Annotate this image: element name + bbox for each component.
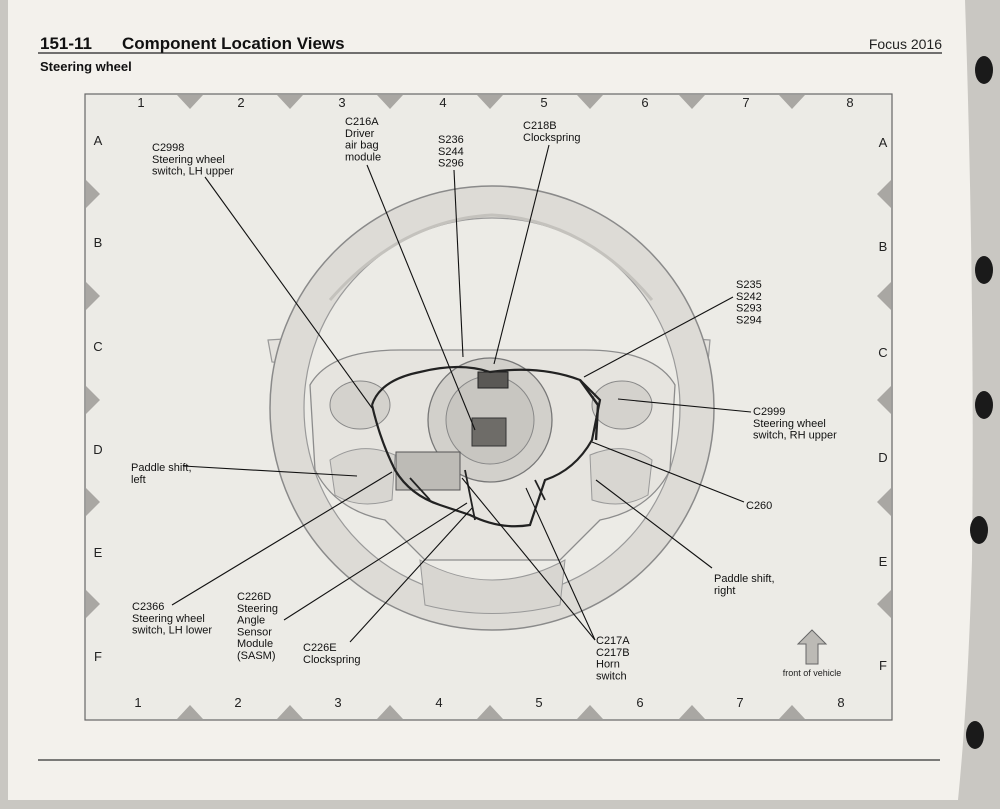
grid-row-right: D (878, 450, 887, 465)
grid-row-left: F (94, 649, 102, 664)
grid-marker-left (86, 180, 100, 208)
grid-row-left: D (93, 442, 102, 457)
leader-lines (171, 144, 752, 643)
grid-marker-top (277, 95, 303, 109)
grid-marker-right (877, 590, 891, 618)
grid-marker-bottom (277, 705, 303, 719)
grid-col-bottom: 1 (134, 695, 141, 710)
grid-col-top: 1 (137, 95, 144, 110)
grid-marker-bottom (377, 705, 403, 719)
grid-marker-top (679, 95, 705, 109)
grid-col-bottom: 5 (535, 695, 542, 710)
grid-marker-bottom (177, 705, 203, 719)
grid-row-left: A (94, 133, 103, 148)
grid-col-top: 4 (439, 95, 446, 110)
grid-marker-left (86, 488, 100, 516)
grid-marker-left (86, 282, 100, 310)
grid-row-left: B (94, 235, 103, 250)
grid-col-bottom: 8 (837, 695, 844, 710)
grid-col-bottom: 6 (636, 695, 643, 710)
grid-marker-bottom (477, 705, 503, 719)
grid-marker-bottom (577, 705, 603, 719)
grid-row-left: C (93, 339, 102, 354)
section-subtitle: Steering wheel (40, 59, 132, 74)
grid-row-left: E (94, 545, 103, 560)
grid-col-top: 3 (338, 95, 345, 110)
front-arrow (796, 629, 828, 665)
grid-col-top: 8 (846, 95, 853, 110)
grid-marker-top (177, 95, 203, 109)
grid-col-top: 6 (641, 95, 648, 110)
page-title: Component Location Views (122, 34, 345, 53)
grid-row-right: A (879, 135, 888, 150)
grid-row-right: E (879, 554, 888, 569)
model-label: Focus 2016 (868, 36, 942, 52)
grid-marker-right (877, 386, 891, 414)
binder-holes (966, 56, 993, 749)
grid-col-top: 2 (237, 95, 244, 110)
grid-col-top: 5 (540, 95, 547, 110)
grid-marker-right (877, 282, 891, 310)
grid-markers (86, 95, 891, 719)
grid-marker-bottom (779, 705, 805, 719)
grid-marker-right (877, 180, 891, 208)
front-of-vehicle-label: front of vehicle (783, 668, 842, 678)
grid-marker-right (877, 488, 891, 516)
grid-row-right: F (879, 658, 887, 673)
grid-row-right: B (879, 239, 888, 254)
grid-col-top: 7 (742, 95, 749, 110)
grid-marker-top (377, 95, 403, 109)
grid-marker-left (86, 590, 100, 618)
steering-wheel-illustration (267, 185, 715, 631)
grid-col-bottom: 2 (234, 695, 241, 710)
grid-marker-top (577, 95, 603, 109)
grid-row-right: C (878, 345, 887, 360)
grid-col-bottom: 3 (334, 695, 341, 710)
section-number: 151-11 (40, 34, 92, 53)
grid-col-bottom: 7 (736, 695, 743, 710)
grid-marker-top (779, 95, 805, 109)
callout-paddle_left: Paddle shift,left (131, 462, 192, 486)
grid-marker-top (477, 95, 503, 109)
callout-c260: C260 (746, 500, 772, 512)
callout-paddle_right: Paddle shift,right (714, 573, 775, 597)
grid-marker-bottom (679, 705, 705, 719)
grid-col-bottom: 4 (435, 695, 442, 710)
grid-marker-left (86, 386, 100, 414)
